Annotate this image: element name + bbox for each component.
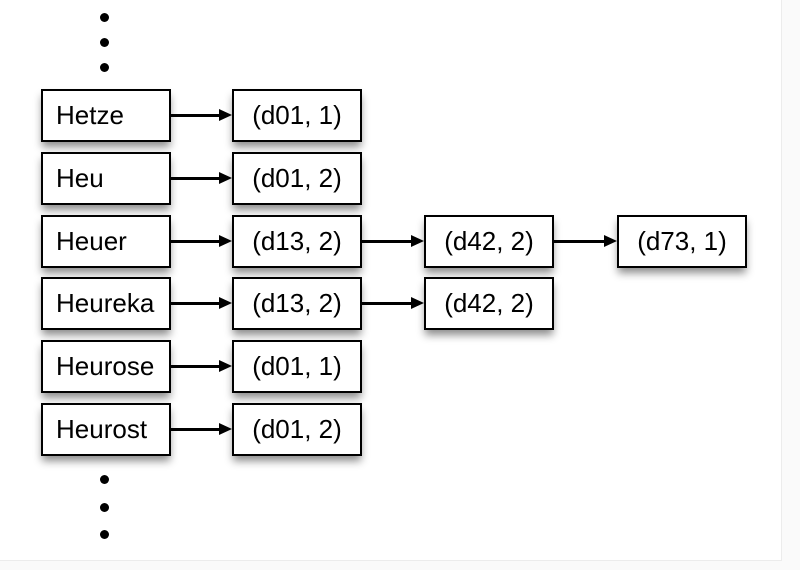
posting-box: (d73, 1) — [617, 215, 747, 268]
term-label: Heureka — [56, 288, 155, 318]
posting-label: (d01, 2) — [252, 414, 342, 444]
posting-box: (d13, 2) — [232, 277, 362, 330]
arrow-right-icon — [171, 109, 232, 122]
arrow-head — [219, 172, 232, 184]
posting-label: (d01, 1) — [252, 100, 342, 130]
arrow-shaft — [171, 365, 221, 368]
ellipsis-dot-icon — [100, 63, 109, 72]
arrow-right-icon — [171, 423, 232, 436]
arrow-head — [219, 109, 232, 121]
arrow-head — [604, 235, 617, 247]
ellipsis-dot-icon — [100, 503, 109, 512]
term-box: Heurose — [41, 340, 171, 393]
posting-label: (d42, 2) — [444, 226, 534, 256]
ellipsis-dot-icon — [100, 475, 109, 484]
arrow-shaft — [362, 302, 413, 305]
posting-box: (d13, 2) — [232, 215, 362, 268]
posting-label: (d13, 2) — [252, 288, 342, 318]
term-label: Heu — [56, 163, 104, 193]
posting-label: (d42, 2) — [444, 288, 534, 318]
arrow-head — [219, 235, 232, 247]
term-box: Heuer — [41, 215, 171, 268]
arrow-head — [219, 297, 232, 309]
arrow-head — [219, 423, 232, 435]
arrow-shaft — [171, 240, 221, 243]
arrow-right-icon — [171, 360, 232, 373]
arrow-right-icon — [362, 297, 424, 310]
slide-canvas: Hetze (d01, 1) Heu (d01, 2) Heuer (d — [0, 0, 782, 561]
arrow-right-icon — [171, 297, 232, 310]
arrow-head — [219, 360, 232, 372]
term-label: Heurose — [56, 351, 155, 381]
arrow-shaft — [362, 240, 413, 243]
arrow-right-icon — [362, 235, 424, 248]
arrow-shaft — [171, 428, 221, 431]
arrow-shaft — [171, 302, 221, 305]
ellipsis-dot-icon — [100, 38, 109, 47]
posting-box: (d01, 2) — [232, 403, 362, 456]
arrow-right-icon — [171, 235, 232, 248]
posting-box: (d01, 1) — [232, 340, 362, 393]
arrow-shaft — [171, 114, 221, 117]
posting-label: (d13, 2) — [252, 226, 342, 256]
term-label: Heurost — [56, 414, 148, 444]
term-box: Heu — [41, 152, 171, 205]
arrow-shaft — [171, 177, 221, 180]
posting-box: (d01, 2) — [232, 152, 362, 205]
posting-label: (d73, 1) — [637, 226, 727, 256]
term-label: Heuer — [56, 226, 127, 256]
posting-label: (d01, 1) — [252, 351, 342, 381]
ellipsis-dot-icon — [100, 13, 109, 22]
term-box: Heurost — [41, 403, 171, 456]
ellipsis-dot-icon — [100, 530, 109, 539]
arrow-shaft — [554, 240, 606, 243]
term-label: Hetze — [56, 100, 124, 130]
arrow-right-icon — [171, 172, 232, 185]
posting-box: (d42, 2) — [424, 277, 554, 330]
term-box: Hetze — [41, 89, 171, 142]
arrow-head — [411, 297, 424, 309]
term-box: Heureka — [41, 277, 171, 330]
arrow-right-icon — [554, 235, 617, 248]
posting-box: (d01, 1) — [232, 89, 362, 142]
arrow-head — [411, 235, 424, 247]
posting-label: (d01, 2) — [252, 163, 342, 193]
posting-box: (d42, 2) — [424, 215, 554, 268]
